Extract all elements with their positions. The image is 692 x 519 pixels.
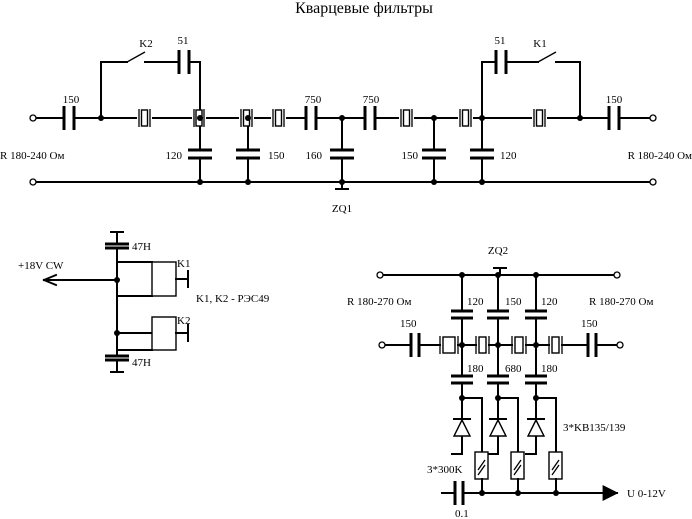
relay-label-supply: +18V CW [18,260,64,272]
zq2-varicaps [451,397,546,455]
zq1-junctions [98,115,583,185]
zq2-label-c-mid-2: 680 [505,363,522,375]
zq2-name: ZQ2 [488,245,508,257]
zq1-output-terminal [649,114,657,122]
zq2-label-c-top-2: 150 [505,296,522,308]
zq1-label-c150-out: 150 [606,94,623,106]
zq2-junctions [459,272,559,496]
zq2-label-r-right: R 180-270 Ом [589,296,653,308]
relay-label-cap-bottom: 47Н [132,357,151,369]
page-title: Кварцевые фильтры [295,0,433,17]
zq1-label-r-right: R 180-240 Ом [628,150,692,162]
relay-supply-circuit: 47Н 47Н +18V CW K1 K2 K1, K2 - РЭС49 [18,231,270,373]
zq1-label-c150-in: 150 [63,94,80,106]
zq1-label-c750-b: 750 [363,94,380,106]
zq1-label-c120-right: 120 [500,150,517,162]
relay-label-k2: K2 [177,315,190,327]
zq1-label-c51-right: 51 [495,35,506,47]
zq1-ground-terminal-right [649,178,657,186]
zq1-label-k1: K1 [533,38,546,50]
zq1-label-r-left: R 180-240 Ом [0,150,64,162]
zq1-label-k2: K2 [139,38,152,50]
zq1-label-c120-left: 120 [166,150,183,162]
zq2-label-control: U 0-12V [627,488,666,500]
zq1-label-c51-left: 51 [178,35,189,47]
zq2-label-c-top-1: 120 [467,296,484,308]
zq2-label-c-in: 150 [400,318,417,330]
zq2-label-c-out: 150 [581,318,598,330]
zq1-label-c160: 160 [306,150,323,162]
zq2-filter: ZQ2 R 180-270 Ом R 180-270 Ом 120 150 12… [347,245,666,519]
zq2-label-resistors: 3*300K [427,464,463,476]
relay-label-note: K1, K2 - РЭС49 [196,293,270,305]
relay-label-cap-top: 47Н [132,241,151,253]
zq2-label-varicaps: 3*KB135/139 [563,422,626,434]
zq2-label-c-mid-1: 180 [467,363,484,375]
relay-label-k1: K1 [177,258,190,270]
zq2-resistors [474,451,563,480]
zq1-ground-terminal-left [29,178,37,186]
zq1-name: ZQ1 [332,203,352,215]
zq1-label-c750-a: 750 [305,94,322,106]
zq1-input-terminal [29,114,37,122]
zq2-label-r-left: R 180-270 Ом [347,296,411,308]
zq2-label-c-top-3: 120 [541,296,558,308]
zq1-crystals [138,109,546,127]
zq1-label-c150-a: 150 [268,150,285,162]
zq1-filter: K2 51 51 K1 150 750 750 150 120 150 160 … [0,35,692,215]
zq2-label-c-mid-3: 180 [541,363,558,375]
zq1-label-c150-b: 150 [402,150,419,162]
zq2-label-c-bottom: 0.1 [455,508,469,519]
